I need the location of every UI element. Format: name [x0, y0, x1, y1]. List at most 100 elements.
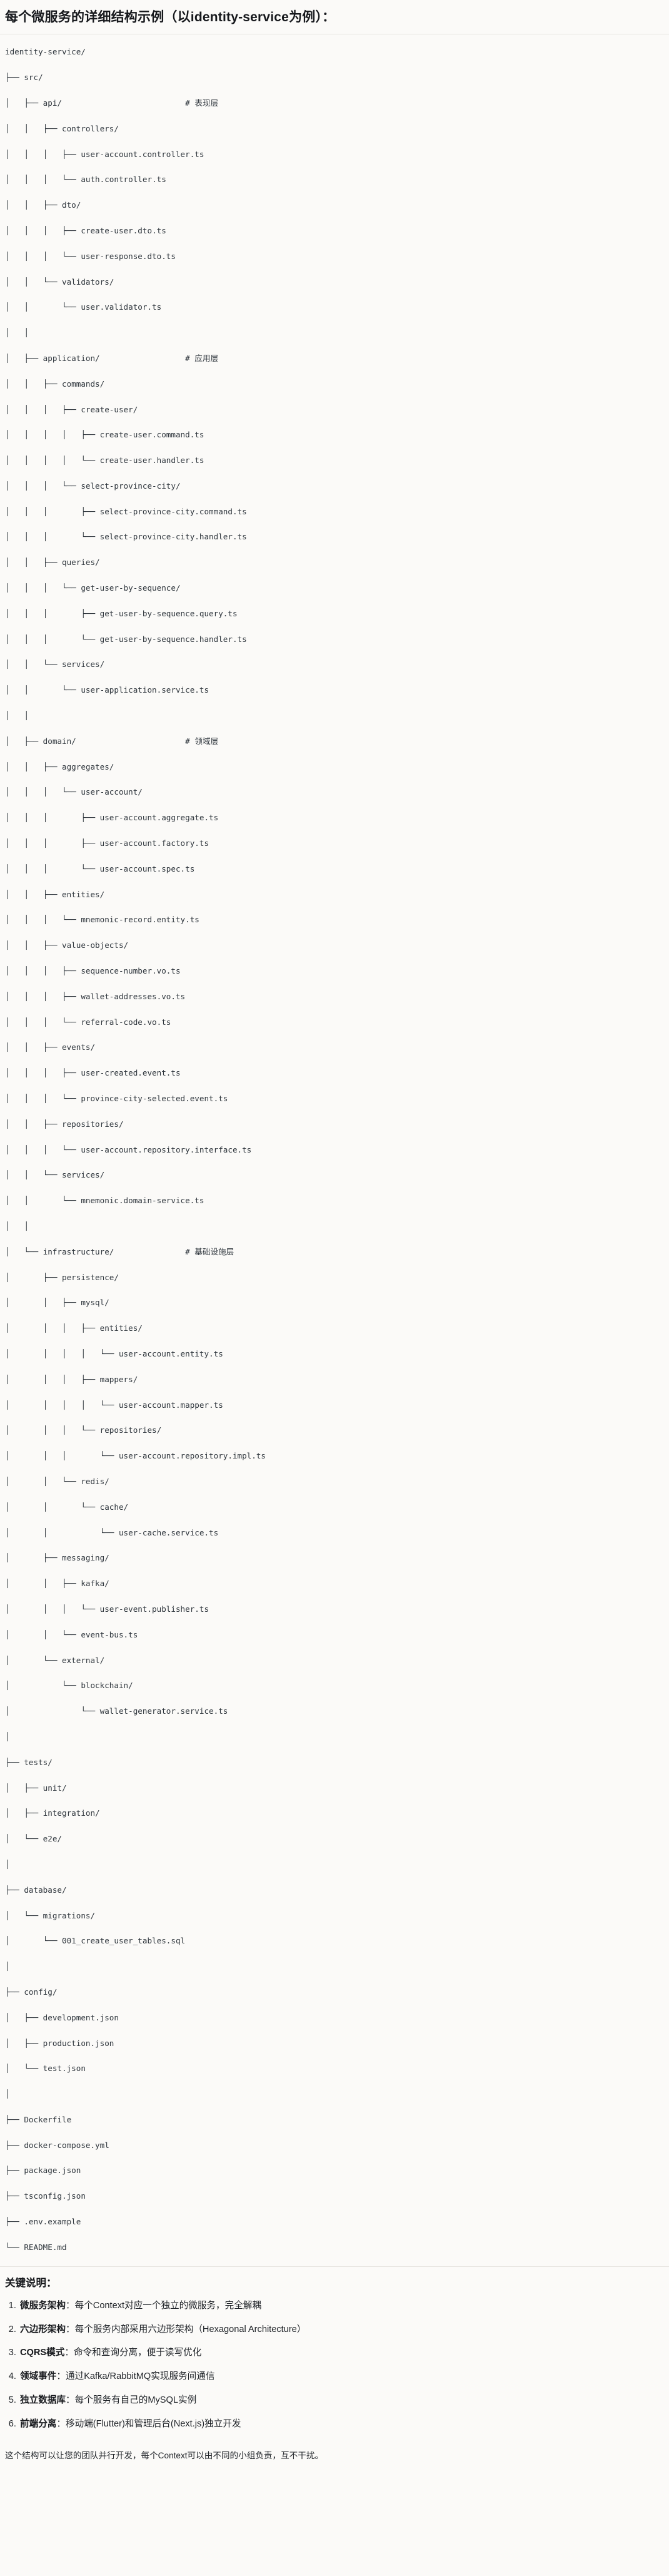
tree-line: │ ├── unit/ [5, 1783, 67, 1793]
tree-line: │ │ ├── kafka/ [5, 1579, 109, 1589]
tree-line: │ │ │ └── user-account.spec.ts [5, 863, 195, 873]
tree-layer-comment: # 领域层 [185, 736, 219, 746]
tree-line: │ [5, 1962, 10, 1972]
tree-line: │ │ │ ├── user-created.event.ts [5, 1068, 181, 1078]
tree-line: │ │ │ └── auth.controller.ts [5, 175, 166, 185]
key-note-term: 前端分离 [20, 2419, 57, 2430]
key-notes-heading: 关键说明： [5, 2278, 57, 2289]
tree-line: │ ├── application/ # 应用层 [5, 353, 219, 363]
key-note-separator: ： [65, 2395, 75, 2406]
key-note-item: 微服务架构：每个Context对应一个独立的微服务，完全解耦 [19, 2299, 663, 2313]
tree-line: │ │ │ ├── select-province-city.command.t… [5, 506, 247, 516]
tree-line: │ │ │ └── user-event.publisher.ts [5, 1604, 209, 1614]
tree-line: │ [5, 1731, 10, 1741]
tree-line: │ ├── persistence/ [5, 1272, 119, 1282]
tree-layer-comment: # 应用层 [185, 353, 219, 363]
tree-line: ├── docker-compose.yml [5, 2140, 109, 2150]
key-note-item: 独立数据库：每个服务有自己的MySQL实例 [19, 2394, 663, 2408]
tree-line: │ │ │ └── user-account/ [5, 787, 143, 797]
key-note-separator: ： [64, 2348, 74, 2358]
tree-line: ├── config/ [5, 1987, 58, 1997]
tree-layer-comment: # 基础设施层 [185, 1246, 234, 1256]
key-note-item: 六边形架构：每个服务内部采用六边形架构（Hexagonal Architectu… [19, 2323, 663, 2337]
key-note-term: 微服务架构 [20, 2300, 66, 2311]
tree-line: │ │ │ │ └── create-user.handler.ts [5, 456, 204, 466]
tree-layer-comment: # 表现层 [185, 98, 219, 108]
tree-line: │ │ ├── commands/ [5, 379, 105, 389]
tree-line: │ │ └── cache/ [5, 1502, 129, 1512]
key-note-description: 命令和查询分离，便于读写优化 [73, 2348, 202, 2358]
tree-line: │ [5, 1859, 10, 1869]
tree-line: │ ├── domain/ # 领域层 [5, 736, 219, 746]
tree-line: │ │ │ └── select-province-city/ [5, 481, 181, 491]
tree-line: │ │ ├── dto/ [5, 200, 81, 210]
document-page: 每个微服务的详细结构示例（以identity-service为例）： ident… [0, 0, 669, 2462]
key-note-term: 独立数据库 [20, 2395, 66, 2406]
tree-line: │ │ │ ├── sequence-number.vo.ts [5, 966, 181, 976]
tree-line: │ │ │ ├── get-user-by-sequence.query.ts [5, 608, 238, 618]
tree-line: │ │ [5, 1221, 29, 1231]
tree-line: │ │ │ └── select-province-city.handler.t… [5, 532, 247, 542]
key-note-item: 前端分离：移动端(Flutter)和管理后台(Next.js)独立开发 [19, 2418, 663, 2431]
tree-line: │ │ │ └── get-user-by-sequence/ [5, 583, 181, 593]
tree-line: │ [5, 2089, 10, 2099]
tree-line: │ │ ├── repositories/ [5, 1119, 124, 1129]
tree-line: │ │ │ ├── create-user/ [5, 404, 138, 414]
tree-line: │ │ └── services/ [5, 659, 105, 669]
tree-line: │ ├── development.json [5, 2012, 119, 2022]
tree-line: │ │ │ └── user-response.dto.ts [5, 251, 176, 261]
tree-line: │ │ │ ├── entities/ [5, 1323, 143, 1333]
tree-line: │ │ ├── mysql/ [5, 1298, 109, 1308]
tree-line: │ │ ├── queries/ [5, 557, 100, 568]
tree-line: ├── src/ [5, 73, 43, 83]
tree-line: │ │ │ └── mnemonic-record.entity.ts [5, 915, 199, 925]
key-note-description: 每个Context对应一个独立的微服务，完全解耦 [74, 2300, 261, 2311]
tree-line: └── README.md [5, 2242, 67, 2252]
tree-line: │ └── blockchain/ [5, 1681, 133, 1691]
key-note-description: 通过Kafka/RabbitMQ实现服务间通信 [66, 2371, 215, 2382]
tree-line: │ │ │ ├── wallet-addresses.vo.ts [5, 991, 186, 1001]
tree-line: ├── tsconfig.json [5, 2191, 86, 2201]
tree-line: │ │ │ ├── user-account.aggregate.ts [5, 813, 219, 823]
key-note-term: CQRS模式 [20, 2348, 65, 2358]
tree-line: │ └── wallet-generator.service.ts [5, 1706, 228, 1716]
tree-line: │ │ │ └── get-user-by-sequence.handler.t… [5, 634, 247, 644]
key-note-separator: ： [65, 2324, 75, 2334]
page-title: 每个微服务的详细结构示例（以identity-service为例）： [5, 10, 336, 24]
tree-line: │ │ [5, 711, 29, 721]
tree-line: │ │ │ └── user-account.repository.impl.t… [5, 1451, 266, 1461]
tree-line: │ └── test.json [5, 2064, 86, 2074]
tree-line: │ └── e2e/ [5, 1834, 62, 1844]
key-note-item: 领域事件：通过Kafka/RabbitMQ实现服务间通信 [19, 2370, 663, 2384]
tree-line: │ ├── production.json [5, 2038, 114, 2048]
tree-line: │ │ ├── aggregates/ [5, 761, 114, 771]
tree-line: │ │ └── user-application.service.ts [5, 685, 209, 695]
tree-line: │ │ └── services/ [5, 1170, 105, 1180]
tree-line: │ ├── integration/ [5, 1808, 100, 1818]
key-note-separator: ： [65, 2300, 75, 2311]
tree-line: │ │ │ └── province-city-selected.event.t… [5, 1094, 228, 1104]
tree-line: │ │ │ ├── mappers/ [5, 1374, 138, 1384]
closing-paragraph: 这个结构可以让您的团队并行开发，每个Context可以由不同的小组负责，互不干扰… [5, 2451, 324, 2461]
tree-line: identity-service/ [5, 47, 86, 57]
tree-line: ├── database/ [5, 1885, 67, 1895]
tree-line: │ │ ├── entities/ [5, 889, 105, 899]
tree-line: │ └── infrastructure/ # 基础设施层 [5, 1246, 234, 1256]
tree-line: ├── Dockerfile [5, 2114, 72, 2124]
tree-line: │ │ ├── controllers/ [5, 123, 119, 133]
tree-line: │ │ └── mnemonic.domain-service.ts [5, 1196, 204, 1206]
key-notes-section: 关键说明： 微服务架构：每个Context对应一个独立的微服务，完全解耦六边形架… [0, 2267, 669, 2444]
tree-line: │ └── 001_create_user_tables.sql [5, 1936, 186, 1946]
tree-line: │ │ │ ├── user-account.factory.ts [5, 838, 209, 848]
tree-line: │ │ │ └── referral-code.vo.ts [5, 1017, 171, 1027]
tree-line: │ ├── api/ # 表现层 [5, 98, 219, 108]
tree-line: │ │ │ │ └── user-account.mapper.ts [5, 1400, 223, 1410]
tree-line: ├── .env.example [5, 2217, 81, 2227]
tree-line: │ │ │ │ └── user-account.entity.ts [5, 1348, 223, 1358]
key-notes-list: 微服务架构：每个Context对应一个独立的微服务，完全解耦六边形架构：每个服务… [5, 2299, 663, 2431]
key-note-item: CQRS模式：命令和查询分离，便于读写优化 [19, 2346, 663, 2360]
directory-tree-code-block: identity-service/ ├── src/ │ ├── api/ # … [0, 34, 669, 2263]
tree-line: │ │ │ ├── user-account.controller.ts [5, 149, 204, 159]
tree-line: │ │ │ ├── create-user.dto.ts [5, 225, 166, 235]
key-note-separator: ： [56, 2419, 66, 2430]
